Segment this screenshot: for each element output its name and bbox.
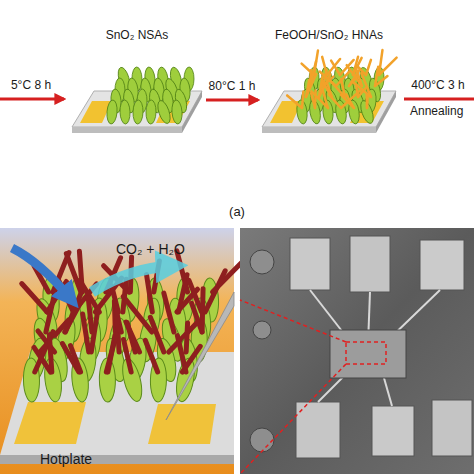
zoom-line bbox=[240, 300, 346, 342]
nanoarray bbox=[106, 66, 194, 125]
stage-node: FeOOH/SnO₂ HNAs bbox=[258, 28, 400, 148]
nanorod bbox=[88, 298, 92, 332]
nanorod bbox=[117, 307, 120, 352]
nanorod bbox=[83, 314, 89, 352]
nanorod bbox=[306, 80, 309, 97]
nanoarray bbox=[287, 50, 396, 125]
nanorod bbox=[302, 91, 303, 108]
zoom-box bbox=[346, 342, 386, 364]
nanorod bbox=[66, 254, 81, 292]
electrode-pad bbox=[14, 402, 86, 444]
substrate-illustration bbox=[68, 45, 206, 145]
nanosheet bbox=[106, 100, 118, 125]
nanosheet bbox=[119, 357, 146, 404]
process-condition: 5°C 8 h bbox=[0, 78, 62, 93]
nanorod bbox=[46, 290, 56, 332]
sensor-scheme bbox=[0, 228, 241, 474]
nanorod bbox=[106, 335, 116, 372]
gas-arrow bbox=[12, 248, 70, 298]
gas-product: CO₂ + H₂O bbox=[116, 242, 226, 257]
stage-plate bbox=[330, 330, 406, 378]
probe-needle bbox=[166, 292, 234, 420]
nanorod bbox=[164, 293, 174, 332]
nanorod bbox=[329, 95, 341, 108]
nanorod bbox=[22, 284, 48, 312]
process-arrow bbox=[404, 98, 474, 101]
nanorod bbox=[375, 67, 378, 86]
panel-label: (a) bbox=[212, 204, 262, 219]
nanorod bbox=[126, 322, 139, 352]
nanorod bbox=[205, 271, 225, 312]
substrate-edge bbox=[262, 127, 376, 133]
probe-holder bbox=[296, 402, 340, 458]
nanorod bbox=[346, 94, 354, 108]
nanosheet bbox=[146, 100, 157, 124]
screw bbox=[250, 250, 274, 274]
nanorod bbox=[150, 317, 163, 352]
substrate-edge bbox=[0, 455, 234, 464]
screw bbox=[250, 428, 274, 452]
nanorod bbox=[35, 332, 53, 372]
nanorod bbox=[70, 346, 80, 372]
nanorod bbox=[145, 340, 157, 372]
stage-node: SnO₂ NSAs bbox=[68, 28, 206, 148]
gas-arrow bbox=[92, 266, 172, 292]
process-condition: 80°C 1 h bbox=[192, 79, 272, 93]
nanorod bbox=[331, 61, 340, 75]
nanosheet bbox=[155, 99, 172, 125]
zoom-line bbox=[240, 364, 346, 474]
nanorod bbox=[365, 95, 368, 108]
hotplate-label: Hotplate bbox=[40, 452, 130, 467]
probe-holder bbox=[432, 400, 472, 456]
nanorod bbox=[91, 308, 98, 352]
screw bbox=[253, 321, 271, 339]
substrate-illustration bbox=[258, 45, 400, 145]
nanorod bbox=[366, 60, 371, 75]
nanorod bbox=[379, 50, 382, 75]
probe-holder bbox=[290, 238, 330, 290]
probe-holder bbox=[350, 236, 390, 292]
nanorod bbox=[124, 340, 132, 372]
process-arrow bbox=[0, 98, 64, 101]
node-heading: SnO₂ NSAs bbox=[68, 28, 206, 43]
nanosheet bbox=[120, 100, 131, 124]
probe-station-photo bbox=[240, 228, 474, 474]
hotplate-background bbox=[0, 228, 234, 474]
nanorod bbox=[186, 323, 187, 352]
probe-holder bbox=[420, 240, 464, 290]
nanorod bbox=[147, 275, 153, 312]
nanosheet bbox=[171, 100, 183, 125]
nanorod bbox=[341, 95, 354, 108]
node-heading: FeOOH/SnO₂ HNAs bbox=[258, 28, 400, 43]
nanorod bbox=[287, 95, 302, 108]
electrode-pad bbox=[148, 404, 216, 444]
substrate-edge bbox=[72, 127, 182, 133]
process-condition: 400°C 3 h bbox=[402, 78, 474, 93]
process-step: Annealing bbox=[410, 104, 474, 119]
nanoarray bbox=[22, 251, 242, 403]
nanorod bbox=[182, 346, 200, 372]
probe-holder bbox=[372, 406, 414, 456]
process-arrow bbox=[206, 99, 258, 102]
nanorod bbox=[319, 77, 322, 97]
photo-background bbox=[240, 228, 474, 474]
nanorod bbox=[311, 91, 328, 108]
nanosheet bbox=[133, 100, 144, 124]
nanorod bbox=[49, 335, 51, 372]
